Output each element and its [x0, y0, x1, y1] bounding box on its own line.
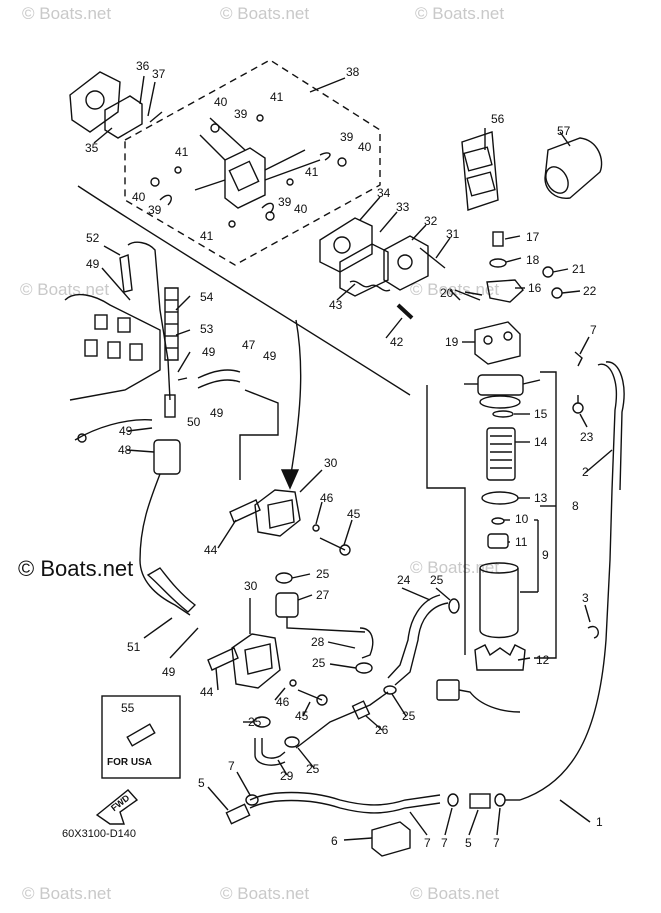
watermark-top-center: © Boats.net — [220, 4, 310, 23]
callout-38: 38 — [346, 65, 360, 79]
callout-27: 27 — [316, 588, 330, 602]
watermark-mid-left: © Boats.net — [20, 280, 110, 299]
callout-7-5: 7 — [590, 323, 597, 337]
callout-41-4: 41 — [200, 229, 214, 243]
callout-9: 9 — [542, 548, 549, 562]
callout-55: 55 — [121, 701, 135, 715]
callout-28: 28 — [311, 635, 325, 649]
callout-47: 47 — [242, 338, 256, 352]
watermark-bottom-right: © Boats.net — [410, 884, 500, 903]
callout-12: 12 — [536, 653, 550, 667]
callout-51: 51 — [127, 640, 141, 654]
callout-25-5: 25 — [402, 709, 416, 723]
callout-7-4: 7 — [493, 836, 500, 850]
callout-48: 48 — [118, 443, 132, 457]
callout-17: 17 — [526, 230, 540, 244]
callout-23: 23 — [580, 430, 594, 444]
callout-15: 15 — [534, 407, 548, 421]
callout-25: 25 — [316, 567, 330, 581]
callout-32: 32 — [424, 214, 438, 228]
callout-8: 8 — [572, 499, 579, 513]
callout-20: 20 — [440, 286, 454, 300]
inset-note: FOR USA — [107, 757, 152, 768]
callout-52: 52 — [86, 231, 100, 245]
callout-49-5: 49 — [119, 424, 133, 438]
callout-13: 13 — [534, 491, 548, 505]
callout-34: 34 — [377, 186, 391, 200]
callout-39-4: 39 — [278, 195, 292, 209]
callout-36: 36 — [136, 59, 150, 73]
callout-53: 53 — [200, 322, 214, 336]
callout-49-6: 49 — [162, 665, 176, 679]
callout-41-3: 41 — [305, 165, 319, 179]
callout-24: 24 — [397, 573, 411, 587]
callout-10: 10 — [515, 512, 529, 526]
callout-39-2: 39 — [340, 130, 354, 144]
callout-49-4: 49 — [210, 406, 224, 420]
callout-5-2: 5 — [465, 836, 472, 850]
callout-45: 45 — [347, 507, 361, 521]
callout-40-4: 40 — [294, 202, 308, 216]
watermark-center-left: © Boats.net — [18, 556, 134, 581]
callout-3: 3 — [582, 591, 589, 605]
callout-21: 21 — [572, 262, 586, 276]
callout-46-2: 46 — [276, 695, 290, 709]
callout-49-3: 49 — [263, 349, 277, 363]
callout-57: 57 — [557, 124, 571, 138]
callout-31: 31 — [446, 227, 460, 241]
callout-44: 44 — [204, 543, 218, 557]
callout-25-2: 25 — [430, 573, 444, 587]
callout-6: 6 — [331, 834, 338, 848]
callout-7: 7 — [228, 759, 235, 773]
callout-46: 46 — [320, 491, 334, 505]
callout-30-2: 30 — [244, 579, 258, 593]
callout-25-3: 25 — [312, 656, 326, 670]
callout-26: 26 — [375, 723, 389, 737]
callout-33: 33 — [396, 200, 410, 214]
callout-7-2: 7 — [424, 836, 431, 850]
callout-1: 1 — [596, 815, 603, 829]
callout-18: 18 — [526, 253, 540, 267]
callout-29: 29 — [280, 769, 294, 783]
callout-39-3: 39 — [148, 203, 162, 217]
callout-7-3: 7 — [441, 836, 448, 850]
callout-54: 54 — [200, 290, 214, 304]
watermark-bottom-center: © Boats.net — [220, 884, 310, 903]
watermark-top-right: © Boats.net — [415, 4, 505, 23]
callout-16: 16 — [528, 281, 542, 295]
watermark-top-left: © Boats.net — [22, 4, 112, 23]
callout-39: 39 — [234, 107, 248, 121]
callout-19: 19 — [445, 335, 459, 349]
callout-41: 41 — [270, 90, 284, 104]
callout-49-2: 49 — [202, 345, 216, 359]
callout-25-4: 25 — [248, 715, 262, 729]
callout-41-2: 41 — [175, 145, 189, 159]
callout-14: 14 — [534, 435, 548, 449]
callout-35: 35 — [85, 141, 99, 155]
callout-30: 30 — [324, 456, 338, 470]
callout-56: 56 — [491, 112, 505, 126]
callout-40-3: 40 — [132, 190, 146, 204]
watermark-bottom-left: © Boats.net — [22, 884, 112, 903]
callout-37: 37 — [152, 67, 166, 81]
diagram-code: 60X3100-D140 — [62, 828, 137, 840]
callout-25-6: 25 — [306, 762, 320, 776]
callout-40: 40 — [214, 95, 228, 109]
callout-2: 2 — [582, 465, 589, 479]
callout-50: 50 — [187, 415, 201, 429]
callout-49: 49 — [86, 257, 100, 271]
callout-22: 22 — [583, 284, 597, 298]
callout-44-2: 44 — [200, 685, 214, 699]
callout-43: 43 — [329, 298, 343, 312]
callout-5: 5 — [198, 776, 205, 790]
watermark-center-right: © Boats.net — [410, 558, 500, 577]
callout-11: 11 — [515, 535, 528, 549]
callout-45-2: 45 — [295, 709, 309, 723]
callout-40-2: 40 — [358, 140, 372, 154]
callout-42: 42 — [390, 335, 404, 349]
